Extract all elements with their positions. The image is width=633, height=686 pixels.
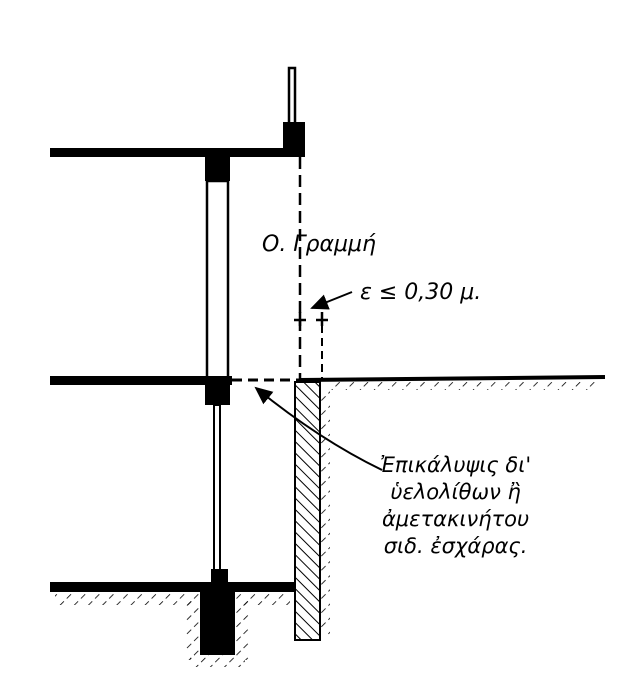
sidewalk-soil	[330, 382, 600, 390]
upper-corner-block	[283, 122, 305, 155]
note-line: ἀμετακινήτου	[381, 507, 530, 531]
dimension-tick-right	[316, 312, 328, 326]
glass-column	[205, 179, 230, 383]
ground-floor-slab	[50, 376, 232, 385]
basement-wall	[294, 381, 321, 641]
basement-soil-left	[55, 593, 200, 605]
coverage-note: Ἐπικάλυψις δι' ὑελολίθων ἢ ἀμετακινήτου …	[380, 452, 531, 560]
dimension-tick-left	[294, 312, 306, 326]
basement-column-cap	[211, 569, 228, 585]
building-line-label: Ο. Γραμμή	[262, 232, 376, 257]
upper-slab	[50, 148, 305, 157]
clearance-arrow	[310, 291, 353, 310]
note-leader-arrow	[254, 386, 383, 471]
note-line: ὑελολίθων ἢ	[390, 480, 521, 504]
footing-soil-bottom	[190, 655, 245, 667]
basement-slab	[50, 582, 295, 592]
upper-column-cap	[205, 157, 230, 181]
basement-column	[213, 404, 221, 572]
footing-soil-left	[186, 600, 200, 660]
note-line: σιδ. ἐσχάρας.	[383, 534, 528, 558]
note-line: Ἐπικάλυψις δι'	[380, 453, 532, 477]
footing-soil-right	[235, 600, 249, 660]
clearance-label: ε ≤ 0,30 μ.	[360, 280, 482, 305]
sidewalk-line	[299, 375, 606, 382]
footing	[200, 585, 235, 655]
upper-post	[287, 66, 297, 126]
wall-soil	[321, 390, 330, 635]
